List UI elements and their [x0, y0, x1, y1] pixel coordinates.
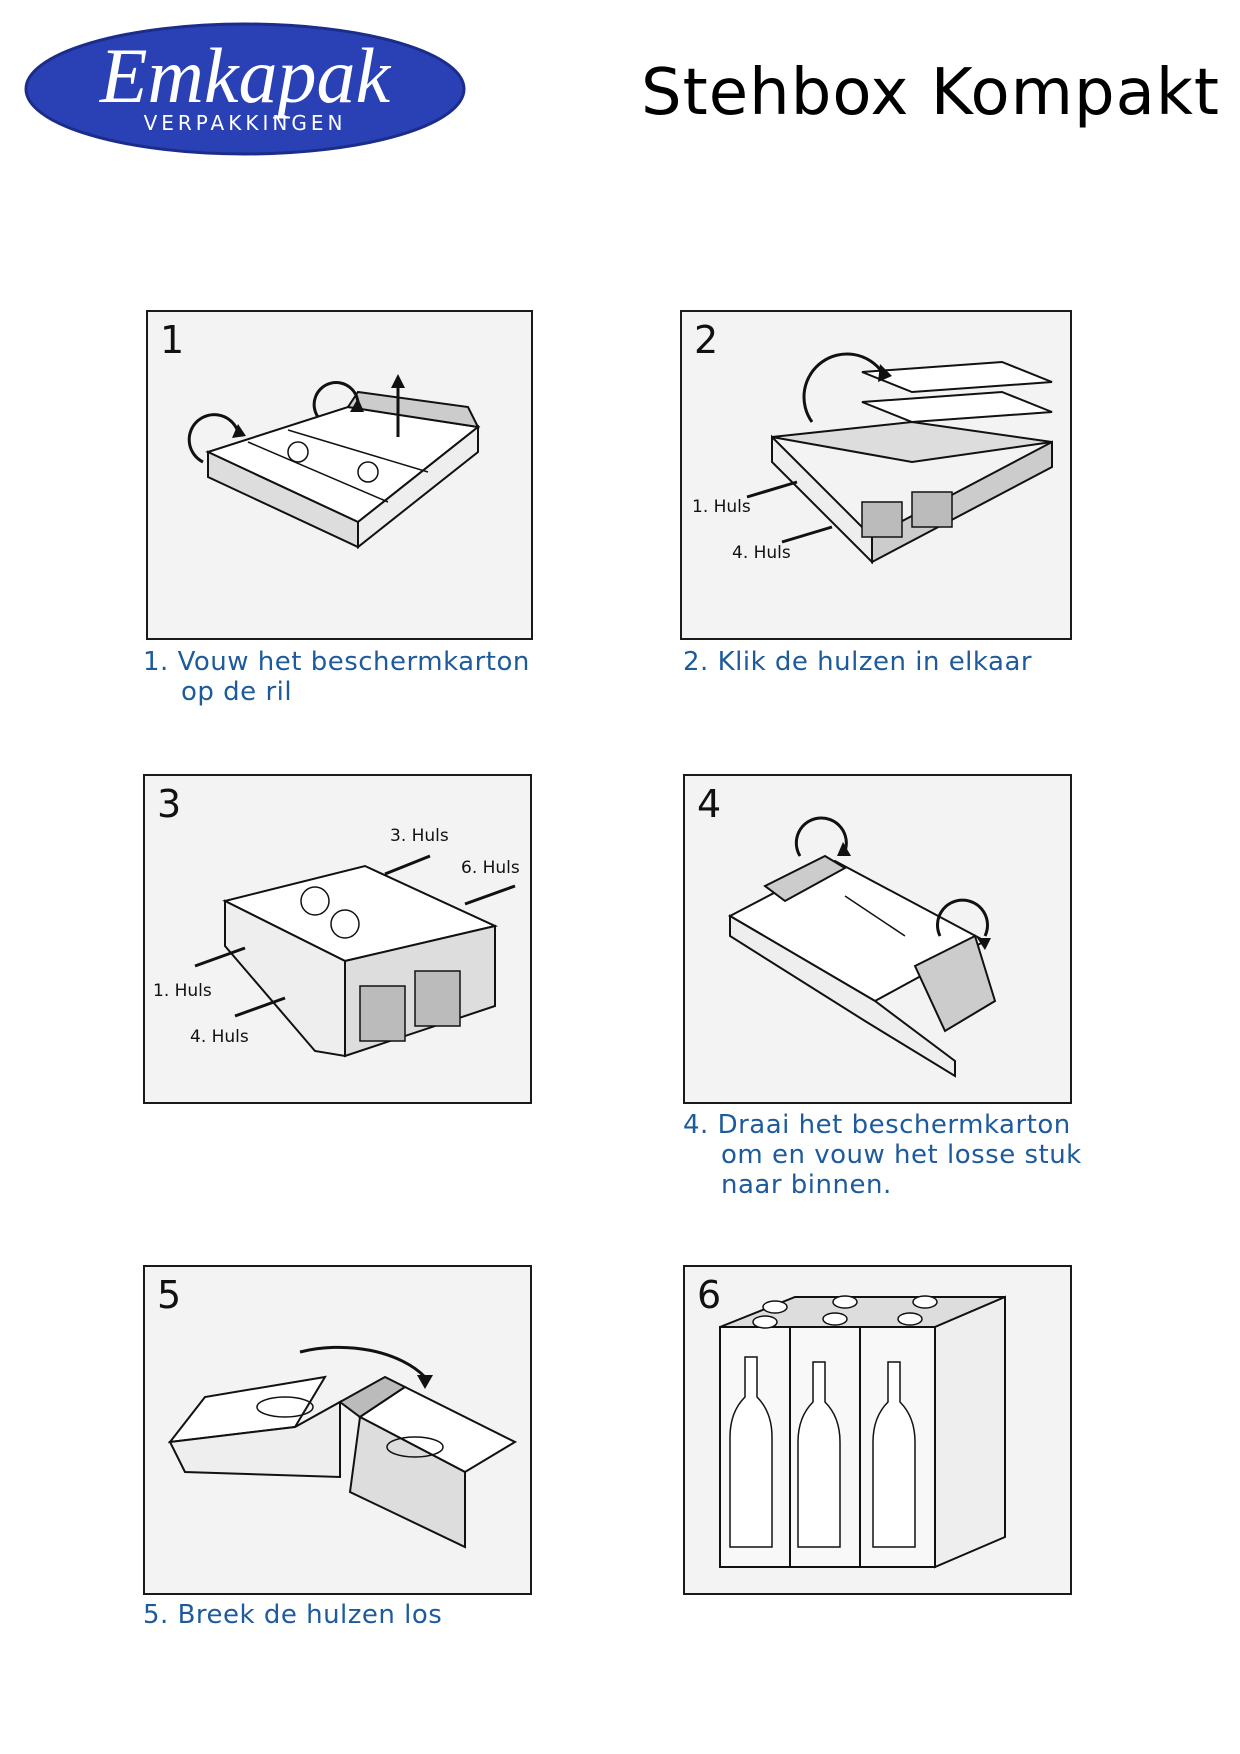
step-1-number: 1	[160, 318, 185, 362]
step-3-label-4: 4. Huls	[190, 1027, 249, 1047]
step-2-label-1: 1. Huls	[692, 497, 751, 517]
step-3-illustration: 3. Huls 6. Huls 1. Huls 4. Huls	[153, 826, 520, 1058]
brand-logo: Emkapak VERPAKKINGEN	[24, 22, 467, 157]
step-4-caption-line2: om en vouw het losse stuk	[721, 1140, 1082, 1170]
step-6-illustration	[719, 1295, 1006, 1569]
step-2-caption-line1: 2. Klik de hulzen in elkaar	[683, 647, 1033, 677]
logo-sub-text: VERPAKKINGEN	[144, 111, 347, 135]
step-5-caption: 5. Breek de hulzen los	[143, 1600, 583, 1630]
step-5-caption-line1: 5. Breek de hulzen los	[143, 1600, 443, 1630]
step-4-caption-line1: 4. Draai het beschermkarton	[683, 1110, 1071, 1140]
step-3-label-1: 3. Huls	[390, 826, 449, 846]
step-2-panel: 1. Huls 4. Huls 2	[680, 310, 1072, 640]
step-5-number: 5	[157, 1273, 182, 1317]
step-6-panel: 6	[683, 1265, 1072, 1595]
logo-brand-text: Emkapak	[99, 32, 392, 119]
step-2-illustration: 1. Huls 4. Huls	[692, 352, 1053, 565]
step-1-caption-line1: 1. Vouw het beschermkarton	[143, 647, 530, 677]
step-1-panel: 1	[146, 310, 533, 640]
step-4-caption: 4. Draai het beschermkarton om en vouw h…	[683, 1110, 1203, 1200]
step-4-number: 4	[697, 782, 722, 826]
step-1-caption: 1. Vouw het beschermkarton op de ril	[143, 647, 583, 707]
step-6-number: 6	[697, 1273, 722, 1317]
step-3-panel: 3. Huls 6. Huls 1. Huls 4. Huls 3	[143, 774, 532, 1104]
step-3-label-2: 6. Huls	[461, 858, 520, 878]
step-1-caption-line2: op de ril	[181, 677, 293, 707]
step-2-caption: 2. Klik de hulzen in elkaar	[683, 647, 1123, 677]
step-2-number: 2	[694, 318, 719, 362]
step-4-illustration	[727, 816, 997, 1078]
step-2-label-2: 4. Huls	[732, 543, 791, 563]
step-5-panel: 5	[143, 1265, 532, 1595]
step-1-illustration	[187, 374, 481, 550]
step-3-label-3: 1. Huls	[153, 981, 212, 1001]
step-4-panel: 4	[683, 774, 1072, 1104]
step-5-illustration	[167, 1345, 518, 1549]
step-3-number: 3	[157, 782, 182, 826]
step-4-caption-line3: naar binnen.	[721, 1170, 892, 1200]
page-title: Stehbox Kompakt	[641, 56, 1220, 130]
